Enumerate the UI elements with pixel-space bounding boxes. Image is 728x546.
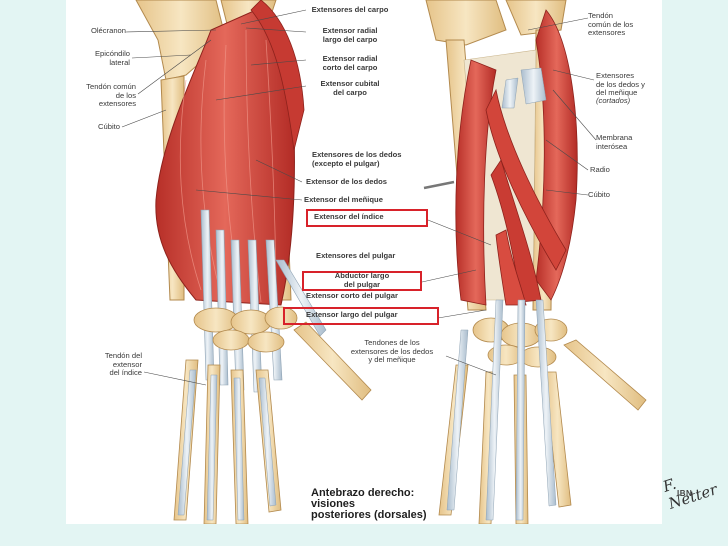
highlight-ext-largo-pulgar	[283, 307, 439, 325]
label-extensores-cortados: Extensores de los dedos y del meñique	[596, 71, 645, 98]
label-radio: Radio	[590, 165, 610, 174]
right-forearm	[423, 0, 647, 524]
label-ext-radial-corto: Extensor radial corto del carpo	[322, 54, 378, 72]
forearm-illustration	[121, 0, 647, 524]
label-extensores-pulgar: Extensores del pulgar	[316, 251, 396, 260]
label-cubito-left: Cúbito	[98, 122, 120, 131]
label-cubito-right: Cúbito	[588, 190, 610, 199]
label-abductor-largo: Abductor largo del pulgar	[334, 271, 390, 289]
figure-caption: Antebrazo derecho: visiones posteriores …	[311, 487, 427, 521]
leader-lines	[121, 9, 597, 386]
label-tendon-comun-right: Tendón común de los extensores	[588, 11, 634, 38]
label-tendon-comun-left: Tendón común de los extensores	[86, 82, 136, 109]
label-extensores-dedos: Extensores de los dedos (excepto el pulg…	[312, 150, 402, 168]
label-epicondilo-lateral: Epicóndilo lateral	[94, 49, 130, 67]
highlight-ext-indice	[306, 209, 428, 227]
label-ext-largo-pulgar: Extensor largo del pulgar	[306, 310, 398, 319]
label-ext-dedos: Extensor de los dedos	[306, 177, 388, 186]
label-membrana-interosea: Membrana interósea	[596, 133, 633, 151]
label-ext-cubital: Extensor cubital del carpo	[320, 79, 380, 97]
highlight-abductor-largo	[302, 271, 422, 291]
left-forearm	[135, 0, 372, 524]
anatomy-plate: Olécranon Epicóndilo lateral Tendón comú…	[66, 0, 719, 524]
label-ext-radial-largo: Extensor radial largo del carpo	[322, 26, 378, 44]
artist-signature: F. Netter	[660, 474, 720, 513]
label-tendones-extensores: Tendones de los extensores de los dedos …	[350, 338, 434, 365]
publisher-logo: IBN	[677, 489, 693, 498]
label-extensores-carpo: Extensores del carpo	[311, 5, 389, 14]
label-ext-menique: Extensor del meñique	[304, 195, 383, 204]
label-cortados: (cortados)	[596, 96, 631, 105]
label-tendon-indice: Tendón del extensor del índice	[104, 351, 142, 378]
label-olecranon: Olécranon	[90, 26, 126, 35]
label-ext-indice: Extensor del índice	[314, 212, 384, 221]
label-ext-corto-pulgar: Extensor corto del pulgar	[306, 291, 398, 300]
